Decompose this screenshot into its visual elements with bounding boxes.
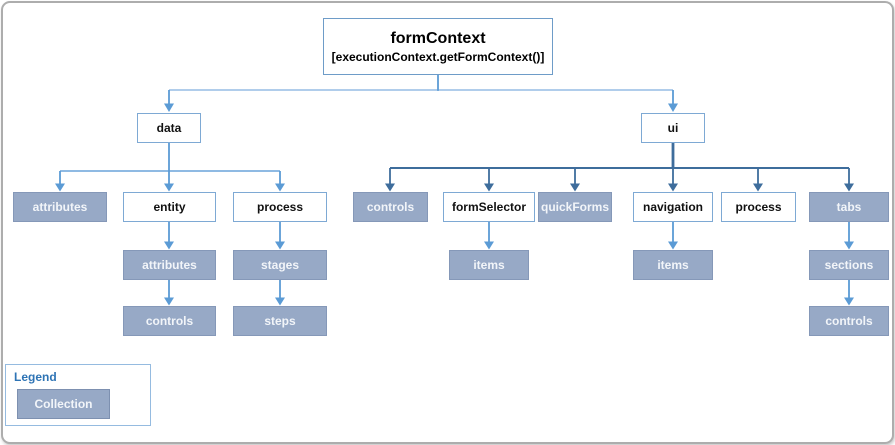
node-ui-label: ui [667, 121, 679, 135]
node-formcontext: formContext [executionContext.getFormCon… [323, 18, 553, 75]
connector-data-branch [55, 143, 285, 192]
node-ui-controls: controls [353, 192, 428, 222]
node-tabs-label: tabs [836, 200, 862, 214]
node-data: data [137, 113, 201, 143]
node-navigation-label: navigation [642, 200, 703, 214]
node-formselector-items: items [449, 250, 529, 280]
node-entity-controls-label: controls [145, 314, 194, 328]
node-ui: ui [641, 113, 705, 143]
node-quickforms-label: quickForms [540, 200, 609, 214]
legend-collection-swatch: Collection [17, 389, 110, 419]
node-data-attributes-label: attributes [32, 200, 88, 214]
node-formcontext-title: formContext [390, 29, 486, 47]
node-data-attributes: attributes [13, 192, 107, 222]
node-navigation-items-label: items [657, 258, 689, 272]
legend-title: Legend [14, 370, 57, 384]
legend: Legend Collection [5, 364, 151, 426]
node-process-stages: stages [233, 250, 327, 280]
node-ui-process-label: process [735, 200, 782, 214]
node-process-steps: steps [233, 306, 327, 336]
connector-top-level [164, 75, 678, 112]
node-formcontext-subtitle: [executionContext.getFormContext()] [331, 49, 545, 64]
node-tabs-controls: controls [809, 306, 889, 336]
node-navigation: navigation [633, 192, 713, 222]
node-ui-process: process [721, 192, 796, 222]
node-navigation-items: items [633, 250, 713, 280]
node-entity-attributes: attributes [123, 250, 216, 280]
node-tabs: tabs [809, 192, 889, 222]
node-tabs-sections: sections [809, 250, 889, 280]
node-process-stages-label: stages [260, 258, 300, 272]
legend-collection-label: Collection [34, 397, 93, 411]
node-data-process: process [233, 192, 327, 222]
node-entity-controls: controls [123, 306, 216, 336]
node-formselector-items-label: items [473, 258, 505, 272]
node-data-process-label: process [256, 200, 304, 214]
connector-row3 [164, 280, 854, 306]
node-tabs-sections-label: sections [824, 258, 874, 272]
node-data-label: data [156, 121, 182, 135]
node-quickforms: quickForms [538, 192, 612, 222]
node-entity-attributes-label: attributes [142, 258, 197, 272]
node-entity: entity [123, 192, 216, 222]
node-formselector: formSelector [443, 192, 535, 222]
node-process-steps-label: steps [264, 314, 296, 328]
node-ui-controls-label: controls [366, 200, 415, 214]
connector-ui-branch [385, 143, 854, 192]
node-tabs-controls-label: controls [825, 314, 873, 328]
node-formselector-label: formSelector [451, 200, 527, 214]
connector-row2 [164, 222, 854, 250]
node-entity-label: entity [153, 200, 186, 214]
